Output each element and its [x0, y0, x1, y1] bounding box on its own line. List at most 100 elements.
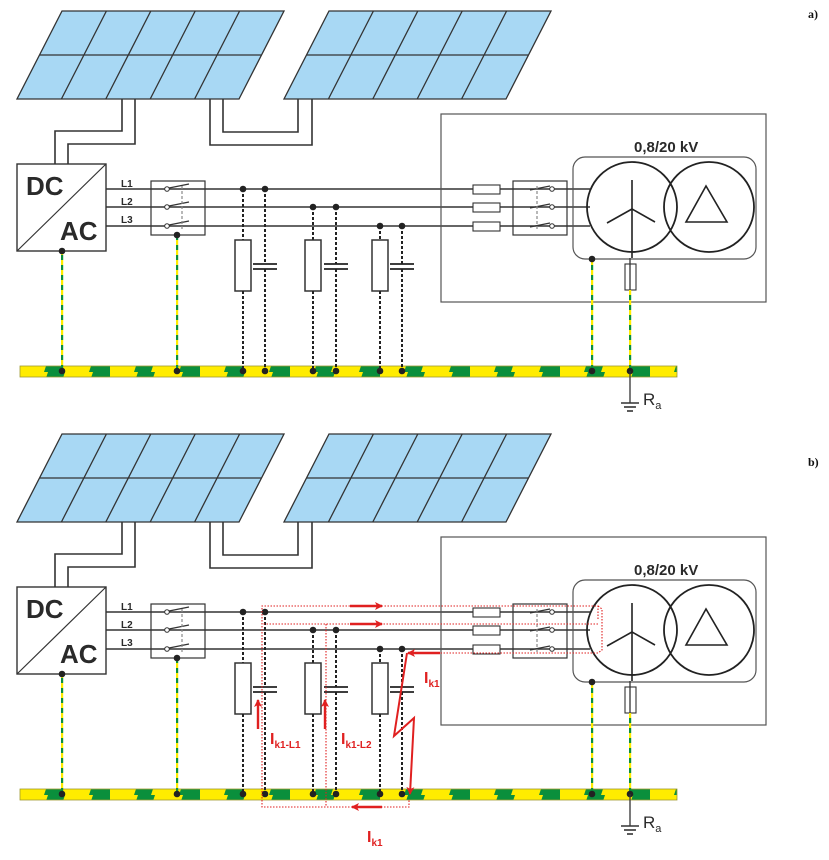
switch-contact: [164, 646, 170, 652]
switch-contact: [164, 204, 170, 210]
earth-resistor-label: Ra: [643, 813, 662, 835]
pe-conductor: [176, 235, 179, 371]
junction-dot: [173, 231, 181, 239]
leakage-resistor: [234, 239, 252, 292]
line-label-l2: L2: [121, 620, 133, 631]
switch-contact: [549, 627, 555, 633]
delta-symbol: [684, 607, 729, 646]
switch-blade: [168, 220, 190, 226]
star-leg: [631, 208, 656, 223]
inverter-diagonal: [16, 163, 107, 252]
panel-a: [15, 10, 767, 412]
pe-junction-dot: [588, 790, 596, 798]
solar-cell-divider: [149, 10, 196, 100]
solar-cell-divider: [461, 433, 508, 523]
leakage-impedance-l2: [304, 626, 348, 798]
switch-blade: [168, 606, 190, 612]
inverter-dc-ac: [16, 586, 107, 675]
dc-cable: [222, 99, 299, 133]
substation-enclosure: [440, 536, 767, 726]
panel-label-a: a): [808, 7, 818, 21]
switch-blade: [529, 185, 551, 191]
fuse: [472, 625, 501, 636]
switch-contact: [164, 609, 170, 615]
junction-dot: [588, 678, 596, 686]
switch-blade: [168, 183, 190, 189]
pe-junction-dot: [309, 367, 317, 375]
leakage-resistor: [234, 662, 252, 715]
solar-cell-divider: [327, 433, 374, 523]
panel-b: [15, 433, 767, 835]
pe-conductor: [629, 713, 632, 794]
substation-enclosure: [440, 113, 767, 303]
transformer-housing: [572, 579, 757, 683]
switch-housing: [512, 603, 568, 659]
dc-cable: [67, 522, 136, 587]
delta-symbol: [684, 184, 729, 223]
switch-contact: [549, 186, 555, 192]
line-label-l1: L1: [121, 179, 133, 190]
transformer-housing: [572, 156, 757, 260]
transformer-secondary-winding: [663, 161, 755, 253]
earth-fault-bolt: [392, 652, 416, 795]
star-leg: [631, 631, 656, 646]
solar-array-left: [15, 433, 286, 523]
switch-contact: [164, 627, 170, 633]
dc-cables: [54, 99, 313, 164]
pe-earthing-bar: [19, 788, 678, 801]
switch-blade: [168, 201, 190, 207]
switch-blade: [529, 626, 551, 632]
leakage-impedance-l1: [234, 185, 277, 375]
solar-cell-divider: [461, 10, 508, 100]
junction-dot: [58, 247, 66, 255]
switch-contact: [549, 609, 555, 615]
dc-cable: [209, 522, 313, 569]
transformer-rating: 0,8/20 kV: [634, 139, 698, 156]
converter-dc-label: DC: [26, 594, 64, 624]
solar-array-right: [282, 433, 553, 523]
fault-current-label-l1: Ik1-L1: [270, 731, 301, 751]
pe-junction-dot: [239, 790, 247, 798]
leakage-resistor: [371, 662, 389, 715]
dc-cable: [209, 99, 313, 146]
converter-dc-label: DC: [26, 171, 64, 201]
transformer-secondary-winding: [663, 584, 755, 676]
switch-contact: [164, 186, 170, 192]
switch-contact: [549, 646, 555, 652]
pe-junction-dot: [239, 367, 247, 375]
pe-junction-dot: [588, 367, 596, 375]
dc-cable: [67, 99, 136, 164]
fuse: [472, 607, 501, 618]
dc-cable: [54, 99, 123, 164]
solar-cell-divider: [105, 10, 152, 100]
solar-cell-divider: [194, 10, 241, 100]
pe-junction-dot: [261, 790, 269, 798]
leakage-resistor: [304, 662, 322, 715]
fault-current-paths: [254, 602, 603, 811]
pe-junction-dot: [58, 790, 66, 798]
switch-contact: [164, 223, 170, 229]
line-label-l2: L2: [121, 197, 133, 208]
pe-junction-dot: [398, 790, 406, 798]
pe-conductor: [176, 658, 179, 794]
pe-junction-dot: [376, 790, 384, 798]
panel-label-b: b): [808, 455, 819, 469]
pe-junction-dot: [58, 367, 66, 375]
pe-conductor: [61, 674, 64, 794]
solar-cell-divider: [60, 10, 107, 100]
switch-contact: [549, 223, 555, 229]
inverter-dc-ac: [16, 163, 107, 252]
disconnector-inverter: [150, 180, 206, 236]
pe-junction-dot: [376, 367, 384, 375]
fault-current-label-line: Ik1: [424, 670, 440, 690]
fuse: [472, 202, 501, 213]
fault-current-label-l2: Ik1-L2: [341, 731, 372, 751]
solar-cell-divider: [105, 433, 152, 523]
pe-conductor: [61, 251, 64, 371]
pe-conductor: [591, 682, 594, 794]
switch-blade: [529, 608, 551, 614]
fault-path-l3: [410, 605, 603, 654]
dc-cable: [222, 522, 299, 556]
disconnector-transformer: [512, 180, 568, 236]
